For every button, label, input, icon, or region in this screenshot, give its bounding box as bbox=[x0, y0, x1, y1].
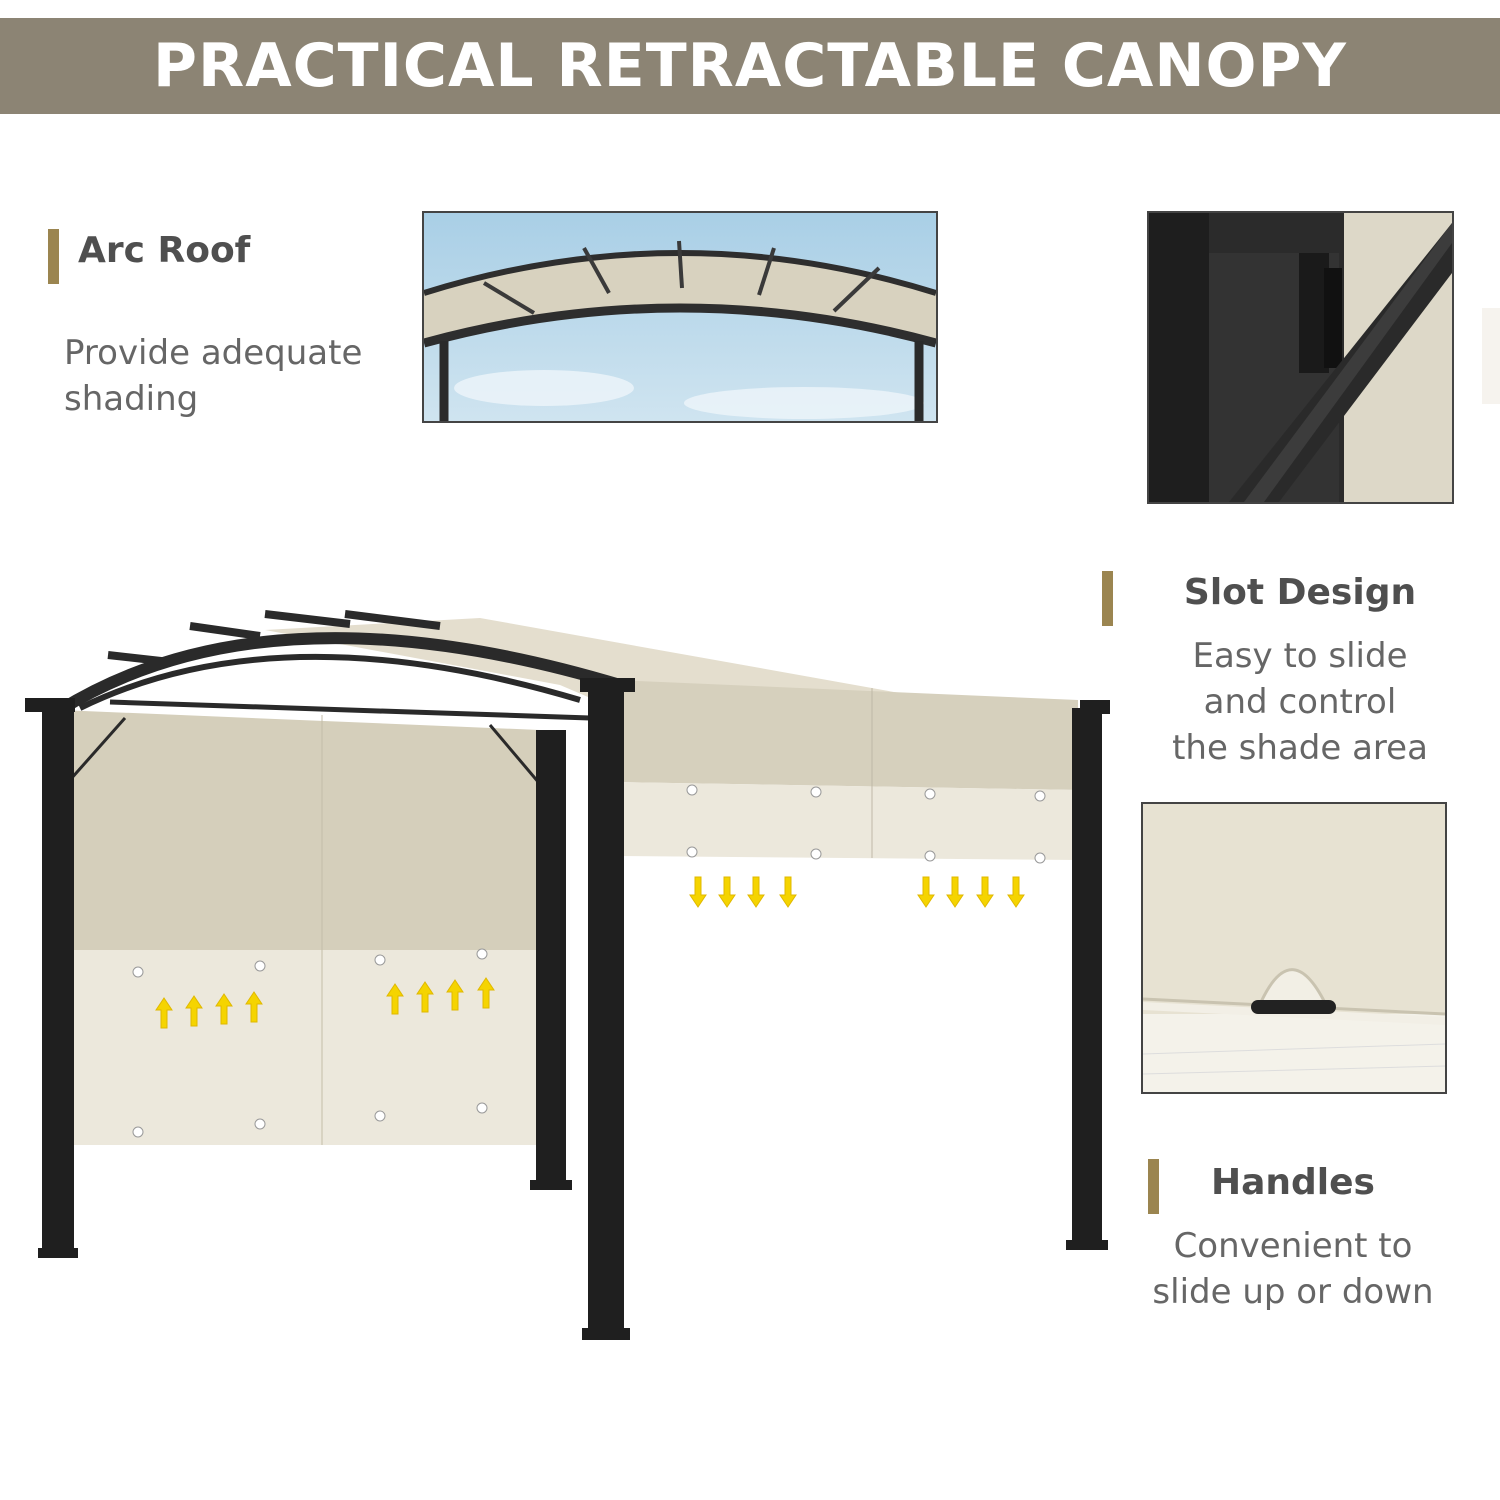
slot-design-title: Slot Design bbox=[1183, 572, 1417, 613]
yellow-up-arrow-icon bbox=[155, 977, 495, 1029]
arc-roof-title: Arc Roof bbox=[78, 230, 251, 271]
post-mid-back bbox=[536, 730, 566, 1185]
pergola-illustration bbox=[20, 600, 1110, 1360]
yellow-down-arrow-icon bbox=[689, 876, 1025, 908]
arc-roof-desc-line2: shading bbox=[64, 379, 199, 419]
handles-title: Handles bbox=[1210, 1162, 1375, 1203]
slot-detail-photo bbox=[1147, 211, 1454, 504]
handles-accent-bar bbox=[1148, 1159, 1159, 1214]
slot-design-accent-bar bbox=[1102, 571, 1113, 626]
handle-detail-photo bbox=[1141, 802, 1447, 1094]
right-edge-panel bbox=[1482, 308, 1500, 404]
side-wall-panel bbox=[60, 710, 540, 950]
post-center-front bbox=[588, 685, 624, 1335]
slot-design-desc-line1: Easy to slide bbox=[1192, 636, 1408, 676]
slot-design-desc-line2: and control bbox=[1203, 682, 1397, 722]
slot-design-desc-line3: the shade area bbox=[1172, 728, 1428, 768]
arc-roof-photo bbox=[422, 211, 938, 423]
handles-desc-line2: slide up or down bbox=[1152, 1272, 1434, 1312]
canopy-front-panel bbox=[615, 680, 1078, 790]
arc-roof-desc-line1: Provide adequate bbox=[64, 333, 363, 373]
handles-desc-line1: Convenient to bbox=[1173, 1226, 1413, 1266]
arc-roof-accent-bar bbox=[48, 229, 59, 284]
page-title: PRACTICAL RETRACTABLE CANOPY bbox=[153, 31, 1347, 101]
header-banner: PRACTICAL RETRACTABLE CANOPY bbox=[0, 18, 1500, 114]
post-left-front bbox=[42, 710, 74, 1255]
post-right bbox=[1072, 708, 1102, 1248]
